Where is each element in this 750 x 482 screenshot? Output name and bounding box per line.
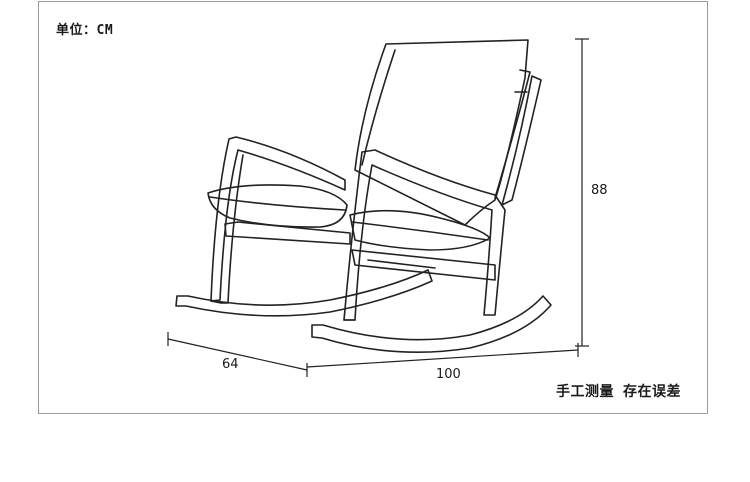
chair-backrest-side	[494, 69, 531, 199]
chair-left-armrest	[210, 136, 346, 302]
chair-seat-cushion	[207, 184, 348, 228]
chair-right-armrest	[343, 149, 506, 321]
chair-left-rocker	[175, 269, 433, 317]
chair-left-leg-join	[210, 300, 222, 304]
measurement-note-part2: 存在误差	[623, 384, 681, 400]
chair-backrest	[354, 39, 529, 226]
dim-depth-line	[167, 338, 308, 371]
chair-backrest-inner-line	[361, 49, 396, 166]
dim-length-label: 100	[436, 367, 461, 382]
chair-rear-post	[501, 75, 542, 206]
dim-length-line	[306, 349, 579, 368]
chair-left-leg	[220, 154, 244, 304]
chair-right-rocker	[311, 295, 552, 354]
dim-depth-label: 64	[222, 357, 239, 372]
chair-rear-crossbar	[367, 259, 436, 269]
chair-right-cushion-seam	[351, 221, 489, 241]
diagram-frame	[38, 1, 708, 414]
dim-height-label: 88	[591, 183, 608, 198]
unit-label: 单位：CM	[56, 23, 114, 38]
chair-seat-rail	[224, 221, 351, 245]
chair-seat-cushion-seam	[209, 196, 346, 211]
measurement-note: 手工测量存在误差	[556, 381, 681, 401]
chair-front-crossbar	[351, 249, 496, 281]
measurement-note-part1: 手工测量	[556, 384, 614, 400]
